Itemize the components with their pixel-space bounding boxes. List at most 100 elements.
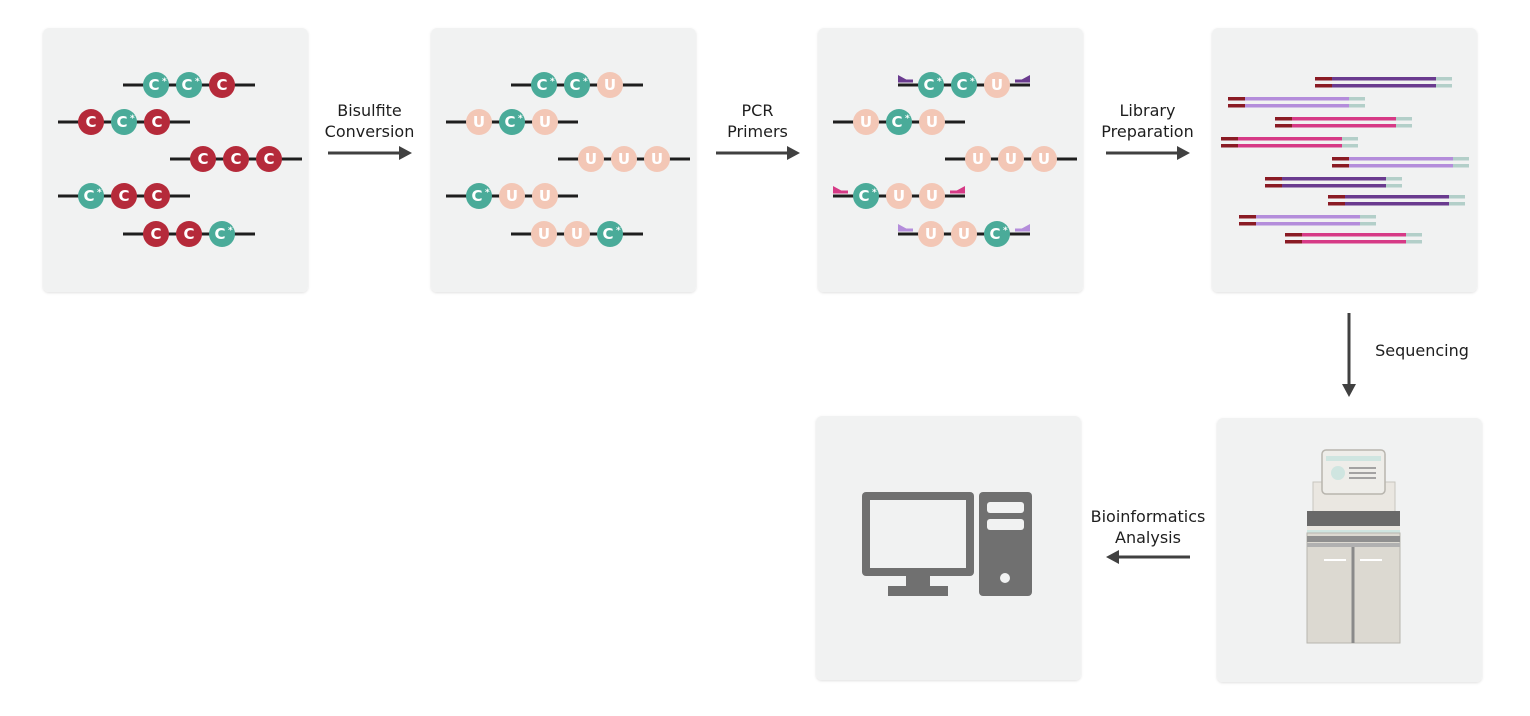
unmethylated-cytosine: C: [78, 109, 104, 135]
methylation-mark: *: [195, 77, 200, 87]
arrow-sequencing: [1342, 313, 1356, 397]
nucleotide-letter: C: [197, 150, 208, 168]
methylated-cytosine: C*: [78, 183, 104, 209]
methylated-cytosine: C*: [531, 72, 557, 98]
label-bisulfite-line-1: Bisulfite: [337, 101, 402, 120]
unmethylated-cytosine: C: [190, 146, 216, 172]
uracil: U: [532, 183, 558, 209]
dna-strand: C*C*U: [898, 72, 1030, 98]
uracil: U: [984, 72, 1010, 98]
sequencing-read: [1228, 97, 1365, 108]
computer-tower: [979, 492, 1032, 596]
label-library-line-2: Preparation: [1101, 122, 1194, 141]
primer-right: [1015, 224, 1030, 232]
nucleotide-letter: U: [958, 225, 970, 243]
nucleotide-letter: U: [925, 225, 937, 243]
primer-left: [898, 75, 913, 83]
methylated-cytosine: C*: [209, 221, 235, 247]
uracil: U: [998, 146, 1024, 172]
uracil: U: [531, 221, 557, 247]
sequencing-read: [1332, 157, 1469, 168]
methylated-cytosine: C*: [951, 72, 977, 98]
sequencing-read: [1328, 195, 1465, 206]
nucleotide-letter: C: [923, 76, 934, 94]
desktop-computer-icon: [862, 492, 1032, 596]
nucleotide-letter: U: [926, 113, 938, 131]
uracil: U: [644, 146, 670, 172]
primer-left: [898, 224, 913, 232]
label-library-preparation: Library Preparation: [1095, 100, 1200, 142]
nucleotide-letter: C: [263, 150, 274, 168]
sequencer-band: [1307, 511, 1400, 526]
label-bioinformatics-line-2: Analysis: [1115, 528, 1181, 547]
methylated-cytosine: C*: [176, 72, 202, 98]
label-bioinformatics-line-1: Bioinformatics: [1090, 507, 1206, 526]
drive-bay-1: [987, 502, 1024, 513]
uracil: U: [853, 109, 879, 135]
nucleotide-letter: C: [569, 76, 580, 94]
unmethylated-cytosine: C: [143, 221, 169, 247]
uracil: U: [578, 146, 604, 172]
nucleotide-letter: U: [1038, 150, 1050, 168]
unmethylated-cytosine: C: [256, 146, 282, 172]
nucleotide-letter: U: [585, 150, 597, 168]
methylated-cytosine: C*: [886, 109, 912, 135]
sequencing-read: [1275, 117, 1412, 128]
nucleotide-letter: C: [118, 187, 129, 205]
nucleotide-letter: C: [858, 187, 869, 205]
methylated-cytosine: C*: [597, 221, 623, 247]
monitor-neck: [906, 576, 930, 588]
methylation-mark: *: [872, 188, 877, 198]
nucleotide-letter: C: [891, 113, 902, 131]
nucleotide-letter: C: [956, 76, 967, 94]
nucleotide-letter: U: [506, 187, 518, 205]
uracil: U: [886, 183, 912, 209]
nucleotide-letter: C: [151, 113, 162, 131]
nucleotide-letter: C: [148, 76, 159, 94]
methylation-mark: *: [970, 77, 975, 87]
nucleotide-letter: C: [85, 113, 96, 131]
methylated-cytosine: C*: [984, 221, 1010, 247]
nucleotide-letter: U: [893, 187, 905, 205]
nucleotide-letter: U: [604, 76, 616, 94]
sequencing-read: [1221, 137, 1358, 148]
uracil: U: [499, 183, 525, 209]
uracil: U: [564, 221, 590, 247]
unmethylated-cytosine: C: [209, 72, 235, 98]
methylated-cytosine: C*: [853, 183, 879, 209]
nucleotide-letter: U: [539, 113, 551, 131]
label-library-line-1: Library: [1119, 101, 1176, 120]
methylation-mark: *: [616, 226, 621, 236]
dna-strand: U C* U: [833, 109, 965, 135]
uracil: U: [466, 109, 492, 135]
label-bisulfite-conversion: Bisulfite Conversion: [322, 100, 417, 142]
nucleotide-letter: C: [471, 187, 482, 205]
label-bisulfite-line-2: Conversion: [324, 122, 415, 141]
label-pcr-line-1: PCR: [741, 101, 774, 120]
nucleotide-letter: U: [618, 150, 630, 168]
sequencing-instrument-icon: [1306, 449, 1401, 644]
methylation-mark: *: [1003, 226, 1008, 236]
methylated-cytosine: C*: [466, 183, 492, 209]
methylation-mark: *: [550, 77, 555, 87]
nucleotide-letter: C: [181, 76, 192, 94]
methylation-mark: *: [583, 77, 588, 87]
nucleotide-letter: U: [538, 225, 550, 243]
methylation-mark: *: [518, 114, 523, 124]
nucleotide-letter: C: [116, 113, 127, 131]
uracil: U: [597, 72, 623, 98]
label-bioinformatics-analysis: Bioinformatics Analysis: [1086, 506, 1210, 548]
methylation-mark: *: [485, 188, 490, 198]
uracil: U: [918, 221, 944, 247]
nucleotide-letter: C: [151, 187, 162, 205]
